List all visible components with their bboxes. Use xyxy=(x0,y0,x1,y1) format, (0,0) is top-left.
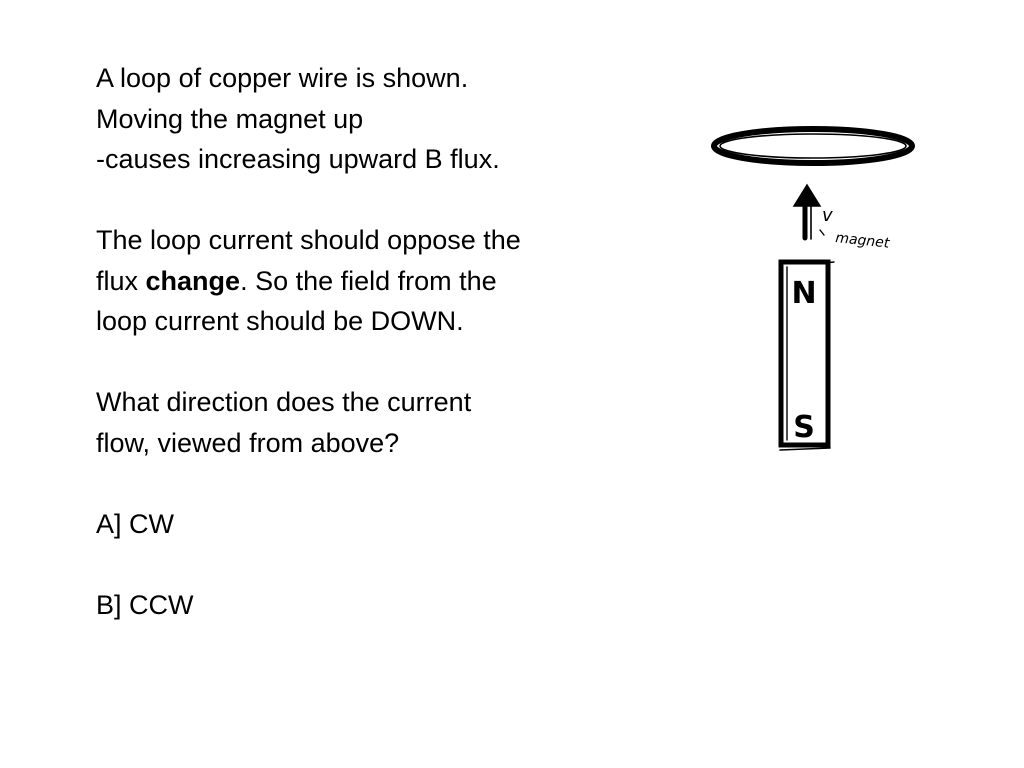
wire-loop-icon xyxy=(711,126,915,166)
spacer xyxy=(96,544,676,585)
velocity-subscript: magnet xyxy=(835,230,891,252)
text-fragment: flux xyxy=(96,265,146,296)
south-pole-label: S xyxy=(793,410,815,445)
text-fragment: . So the field from the xyxy=(240,265,497,296)
bar-magnet-icon xyxy=(778,259,835,451)
text-line: -causes increasing upward B flux. xyxy=(96,144,500,174)
answer-option-b: B] CCW xyxy=(96,589,194,620)
velocity-symbol: v xyxy=(822,205,833,226)
spacer xyxy=(96,342,676,383)
text-line: Moving the magnet up xyxy=(96,103,364,134)
text-line: A loop of copper wire is shown. xyxy=(96,63,469,93)
text-line-with-emphasis: flux change. So the field from the xyxy=(96,261,676,302)
question-text: A loop of copper wire is shown. Moving t… xyxy=(96,58,676,625)
loop-magnet-sketch-icon: v magnet N S xyxy=(711,126,915,451)
north-pole-label: N xyxy=(791,276,816,311)
text-line: What direction does the current xyxy=(96,387,472,417)
velocity-arrow-icon xyxy=(792,183,825,241)
text-line: The loop current should oppose the xyxy=(96,225,521,255)
text-line: loop current should be DOWN. xyxy=(96,306,464,336)
answer-option-a: A] CW xyxy=(96,508,174,539)
spacer xyxy=(96,463,676,504)
text-line: flow, viewed from above? xyxy=(96,427,400,458)
spacer xyxy=(96,180,676,221)
emphasis-word: change xyxy=(145,265,241,296)
